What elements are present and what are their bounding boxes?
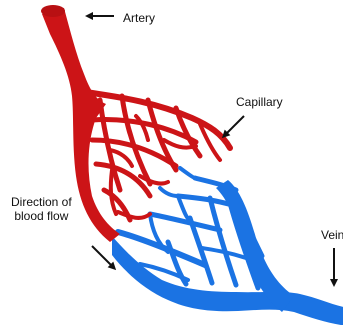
capillary-arrow — [224, 116, 244, 136]
direction-label-line2: blood flow — [11, 209, 72, 223]
vein-vessel — [112, 236, 343, 325]
direction-label-line1: Direction of — [11, 195, 72, 209]
artery-opening — [41, 5, 65, 17]
direction-label: Direction of blood flow — [11, 195, 72, 223]
vein-label: Vein — [321, 228, 343, 242]
artery-label: Artery — [123, 11, 155, 25]
capillary-label: Capillary — [236, 95, 283, 109]
flow-arrow — [92, 246, 114, 268]
